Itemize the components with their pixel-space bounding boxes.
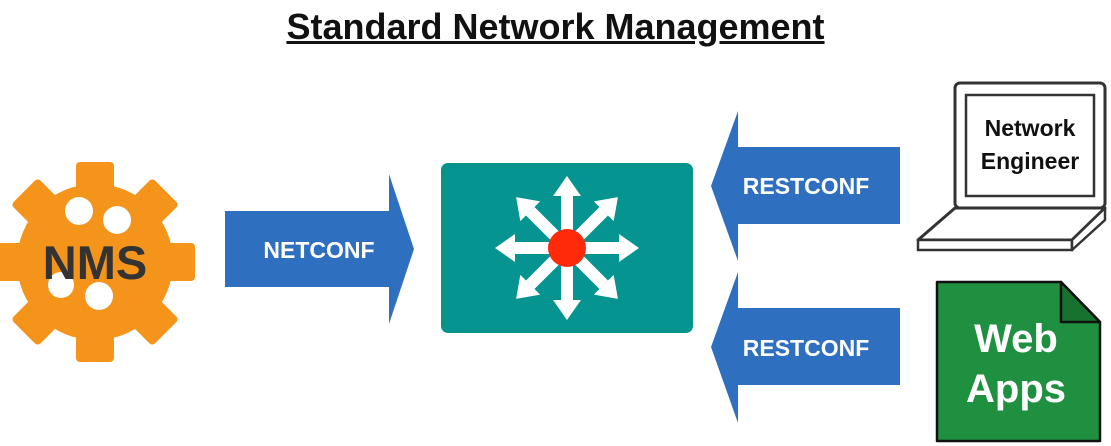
restconf-arrow-top: RESTCONF xyxy=(711,111,900,261)
netconf-arrow: NETCONF xyxy=(225,174,414,324)
nms-gear-icon: NMS xyxy=(0,162,195,362)
restconf-arrow-bottom: RESTCONF xyxy=(711,272,900,423)
restconf-label-bottom: RESTCONF xyxy=(743,335,870,361)
web-apps-document-icon: Web Apps xyxy=(935,280,1102,443)
web-apps-label-line2: Apps xyxy=(966,367,1066,411)
netconf-label: NETCONF xyxy=(263,237,374,263)
laptop-label-line1: Network xyxy=(985,115,1076,141)
restconf-label-top: RESTCONF xyxy=(743,173,870,199)
laptop-icon: Network Engineer xyxy=(916,81,1107,252)
laptop-label-line2: Engineer xyxy=(981,148,1079,174)
switch-icon xyxy=(441,163,693,333)
page-title: Standard Network Management xyxy=(286,6,825,47)
nms-label: NMS xyxy=(43,236,147,289)
web-apps-label-line1: Web xyxy=(974,317,1058,361)
